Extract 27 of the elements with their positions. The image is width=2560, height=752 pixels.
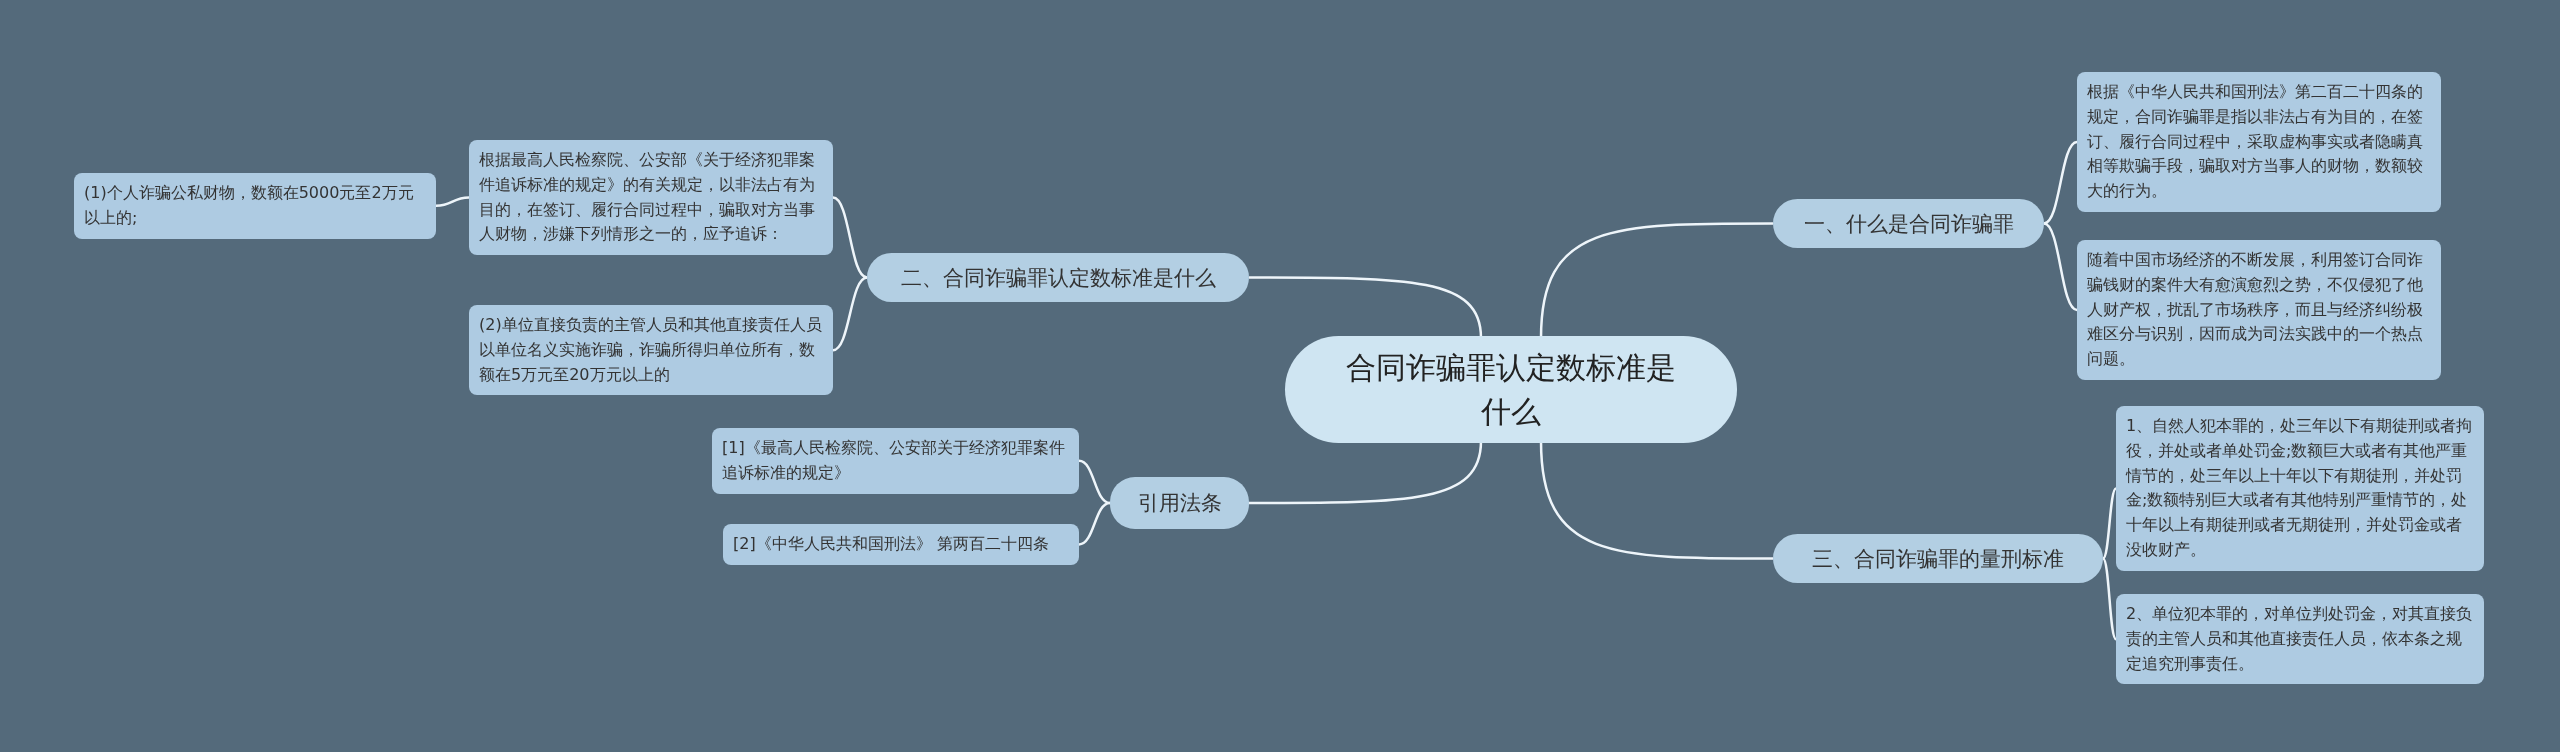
connector-line	[832, 196, 868, 279]
note-box: 根据《中华人民共和国刑法》第二百二十四条的规定，合同诈骗罪是指以非法占有为目的，在签订、履行合同过程中，采取虚构事实或者隐瞒真相等欺骗手段，骗取对方当事人的财物，数额较大的行为。	[2077, 72, 2441, 212]
note-box: [1]《最高人民检察院、公安部关于经济犯罪案件追诉标准的规定》	[712, 428, 1079, 494]
note-box: 根据最高人民检察院、公安部《关于经济犯罪案件追诉标准的规定》的有关规定，以非法占有为目的，在签订、履行合同过程中，骗取对方当事人财物，涉嫌下列情形之一的，应予追诉：	[469, 140, 833, 256]
note-box: (1)个人诈骗公私财物，数额在5000元至2万元以上的;	[74, 173, 436, 239]
connector-line	[1078, 501, 1111, 546]
topic-box: 三、合同诈骗罪的量刑标准	[1773, 534, 2103, 583]
connector-line	[1249, 276, 1483, 339]
connector-line	[1539, 440, 1773, 560]
connector-line	[2043, 140, 2078, 225]
connector-line	[1249, 440, 1483, 505]
connector-line	[832, 276, 868, 352]
note-box: [2]《中华人民共和国刑法》 第两百二十四条	[723, 524, 1079, 565]
central-topic: 合同诈骗罪认定数标准是什么	[1285, 336, 1737, 443]
connector-line	[1539, 222, 1773, 339]
note-box: 1、自然人犯本罪的，处三年以下有期徒刑或者拘役，并处或者单处罚金;数额巨大或者有其他严重情节的，处三年以上十年以下有期徒刑，并处罚金;数额特别巨大或者有其他特别严重情节的，处十年以上有期徒刑或者无期徒刑，并处罚金或者没收财产。	[2116, 406, 2484, 571]
topic-box: 一、什么是合同诈骗罪	[1773, 199, 2044, 248]
topic-box: 引用法条	[1110, 477, 1249, 529]
note-box: (2)单位直接负责的主管人员和其他直接责任人员以单位名义实施诈骗，诈骗所得归单位所有，数额在5万元至20万元以上的	[469, 305, 833, 396]
connector-line	[1078, 459, 1111, 505]
topic-box: 二、合同诈骗罪认定数标准是什么	[867, 253, 1249, 302]
note-box: 随着中国市场经济的不断发展，利用签订合同诈骗钱财的案件大有愈演愈烈之势，不仅侵犯了他人财产权，扰乱了市场秩序，而且与经济纠纷极难区分与识别，因而成为司法实践中的一个热点问题。	[2077, 240, 2441, 380]
note-box: 2、单位犯本罪的，对单位判处罚金，对其直接负责的主管人员和其他直接责任人员，依本条之规定追究刑事责任。	[2116, 594, 2484, 685]
connector-line	[2102, 487, 2117, 560]
connector-line	[435, 196, 470, 208]
connector-line	[2102, 557, 2117, 640]
connector-line	[2043, 222, 2078, 312]
